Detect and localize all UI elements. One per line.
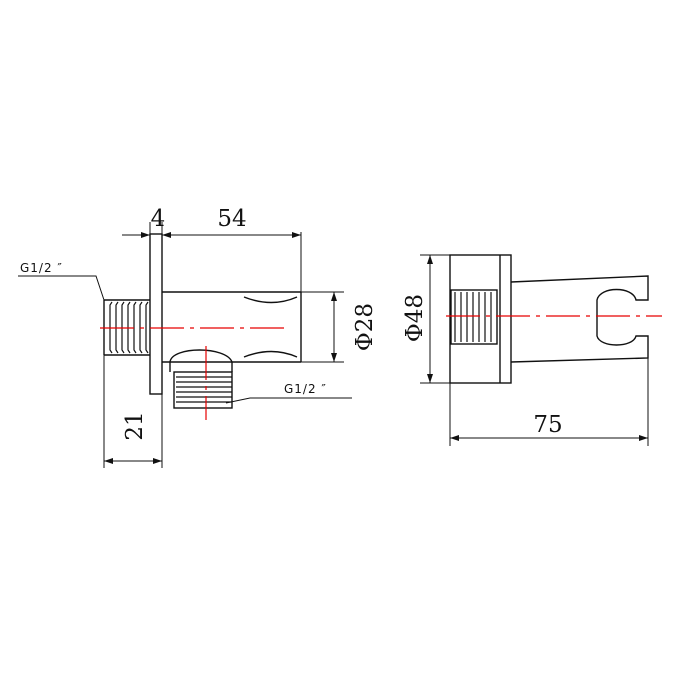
wall-plate <box>149 233 163 395</box>
dim-thread-length-label: 21 <box>122 411 148 440</box>
dim-body-length-label: 54 <box>217 206 246 232</box>
dim-plate-thickness-label: 4 <box>151 206 166 232</box>
outlet-thread <box>169 349 233 409</box>
dim-overall-length-label: 75 <box>533 412 562 438</box>
holder-arm <box>510 275 649 363</box>
dim-overall-length <box>449 358 649 446</box>
side-view: 4 54 Φ28 21 G1/2 ″ <box>18 206 378 468</box>
body-outline <box>162 291 302 363</box>
dim-body-diameter-label: Φ28 <box>352 303 378 351</box>
dim-body-length <box>162 232 302 292</box>
note-outlet-thread: G1/2 ″ <box>284 382 327 396</box>
dim-plate-diameter <box>420 254 450 384</box>
dim-body-diameter <box>301 291 344 363</box>
note-inlet-leader <box>18 275 105 301</box>
dim-thread-length <box>103 355 163 468</box>
note-inlet-thread: G1/2 ″ <box>20 261 63 275</box>
holder-thread <box>450 289 498 345</box>
dim-plate-diameter-label: Φ48 <box>402 294 428 342</box>
holder-plate <box>449 254 512 384</box>
holder-view: Φ48 75 <box>402 254 662 446</box>
note-outlet-leader <box>225 397 352 404</box>
